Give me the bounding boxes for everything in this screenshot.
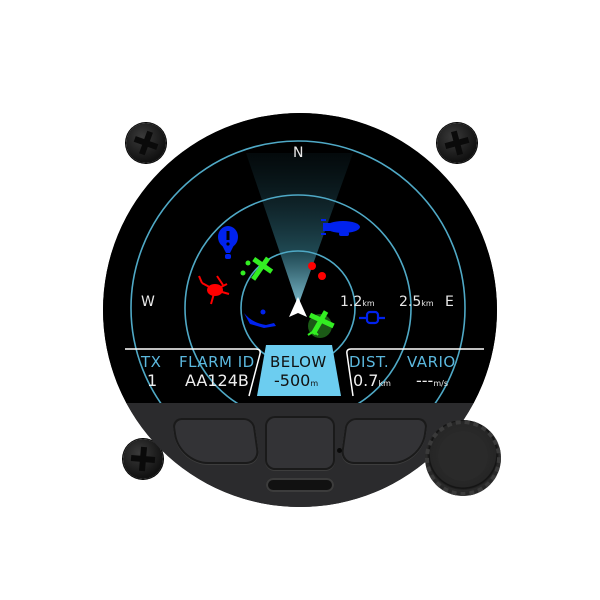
light-sensor-icon	[337, 448, 342, 453]
skydiver-icon	[244, 309, 276, 328]
radar-screen: N W E 1.2km 2.5km TX 1 FLARM ID AA124B B…	[103, 113, 497, 403]
compass-west-label: W	[141, 294, 155, 310]
range-value: 1.2	[340, 294, 363, 310]
flarm-id-header: FLARM ID	[179, 353, 255, 371]
range-label-outer: 2.5km	[399, 294, 434, 310]
vario-number: ---	[416, 371, 434, 390]
center-button[interactable]	[265, 416, 335, 470]
dist-value: 0.7km	[353, 371, 391, 390]
vario-value: ---m/s	[416, 371, 448, 390]
tx-header: TX	[141, 353, 162, 371]
below-number: -500	[274, 371, 311, 390]
below-unit: m	[310, 379, 319, 388]
glider-icon	[240, 256, 274, 281]
vario-unit: m/s	[433, 379, 448, 388]
tx-value: 1	[147, 371, 158, 390]
rotary-knob[interactable]	[425, 420, 501, 496]
below-header: BELOW	[270, 353, 327, 371]
obstacle-dots-icon	[308, 262, 326, 280]
range-unit: km	[362, 299, 375, 308]
dist-header: DIST.	[349, 353, 390, 371]
dist-number: 0.7	[353, 371, 379, 390]
below-highlight-box	[257, 345, 341, 396]
hot-air-balloon-icon	[218, 226, 238, 259]
drone-icon	[198, 275, 230, 305]
compass-east-label: E	[445, 294, 454, 310]
own-ship-arrow-icon	[289, 297, 307, 317]
airship-icon	[321, 219, 360, 236]
below-value: -500m	[274, 371, 318, 390]
flarm-id-value: AA124B	[185, 371, 249, 390]
range-unit: km	[421, 299, 434, 308]
heading-cone	[246, 153, 353, 306]
range-ring-outer	[130, 140, 466, 403]
static-object-icon	[359, 310, 385, 325]
range-ring-middle	[184, 194, 412, 403]
dist-unit: km	[378, 379, 391, 388]
range-value: 2.5	[399, 294, 422, 310]
vario-header: VARIO	[407, 353, 456, 371]
compass-north-label: N	[293, 145, 304, 161]
usb-slot	[266, 478, 334, 492]
range-label-inner: 1.2km	[340, 294, 375, 310]
selected-glider-icon	[307, 310, 335, 338]
